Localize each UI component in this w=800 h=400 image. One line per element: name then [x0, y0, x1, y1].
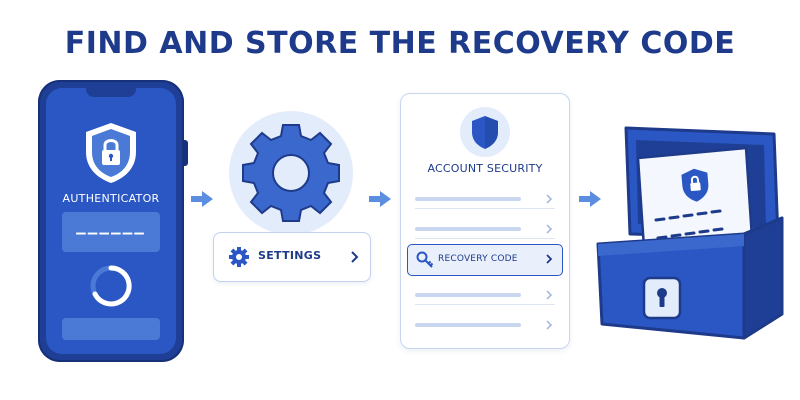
authenticator-label: AUTHENTICATOR [62, 192, 160, 205]
chevron-right-icon [546, 224, 553, 234]
arrow-right-icon [579, 191, 601, 207]
code-dashes [654, 209, 724, 240]
code-display: —————— [62, 212, 160, 252]
keyhole-icon [642, 276, 682, 320]
chevron-right-icon [546, 254, 553, 264]
loading-ring-icon [90, 265, 132, 307]
arrow-right-icon [191, 191, 213, 207]
list-item[interactable] [415, 220, 555, 239]
recovery-code-label: RECOVERY CODE [438, 254, 518, 264]
settings-label: SETTINGS [258, 249, 322, 262]
shield-lock-icon [681, 168, 709, 202]
recovery-code-menu-item[interactable]: RECOVERY CODE [407, 244, 563, 276]
account-security-panel: ACCOUNT SECURITY RECOVERY CODE [400, 93, 570, 349]
phone-action-bar [62, 318, 160, 340]
shield-lock-icon [86, 123, 136, 183]
phone: AUTHENTICATOR —————— [38, 80, 184, 362]
code-value: —————— [76, 223, 146, 242]
shield-icon [460, 107, 510, 157]
gear-icon [229, 111, 353, 235]
chevron-right-icon [351, 251, 359, 263]
gear-icon [229, 247, 249, 267]
chevron-right-icon [546, 290, 553, 300]
phone-notch [86, 88, 136, 97]
list-item[interactable] [415, 286, 555, 305]
storage-box [596, 126, 784, 340]
phone-side-button [184, 140, 188, 166]
page-title: FIND AND STORE THE RECOVERY CODE [64, 26, 736, 61]
list-item[interactable] [415, 190, 555, 209]
chevron-right-icon [546, 320, 553, 330]
account-security-title: ACCOUNT SECURITY [427, 162, 543, 175]
phone-screen: AUTHENTICATOR —————— [46, 88, 176, 354]
chevron-right-icon [546, 194, 553, 204]
arrow-right-icon [369, 191, 391, 207]
list-item[interactable] [415, 316, 555, 334]
key-icon [416, 251, 434, 268]
settings-menu-item[interactable]: SETTINGS [213, 232, 371, 282]
